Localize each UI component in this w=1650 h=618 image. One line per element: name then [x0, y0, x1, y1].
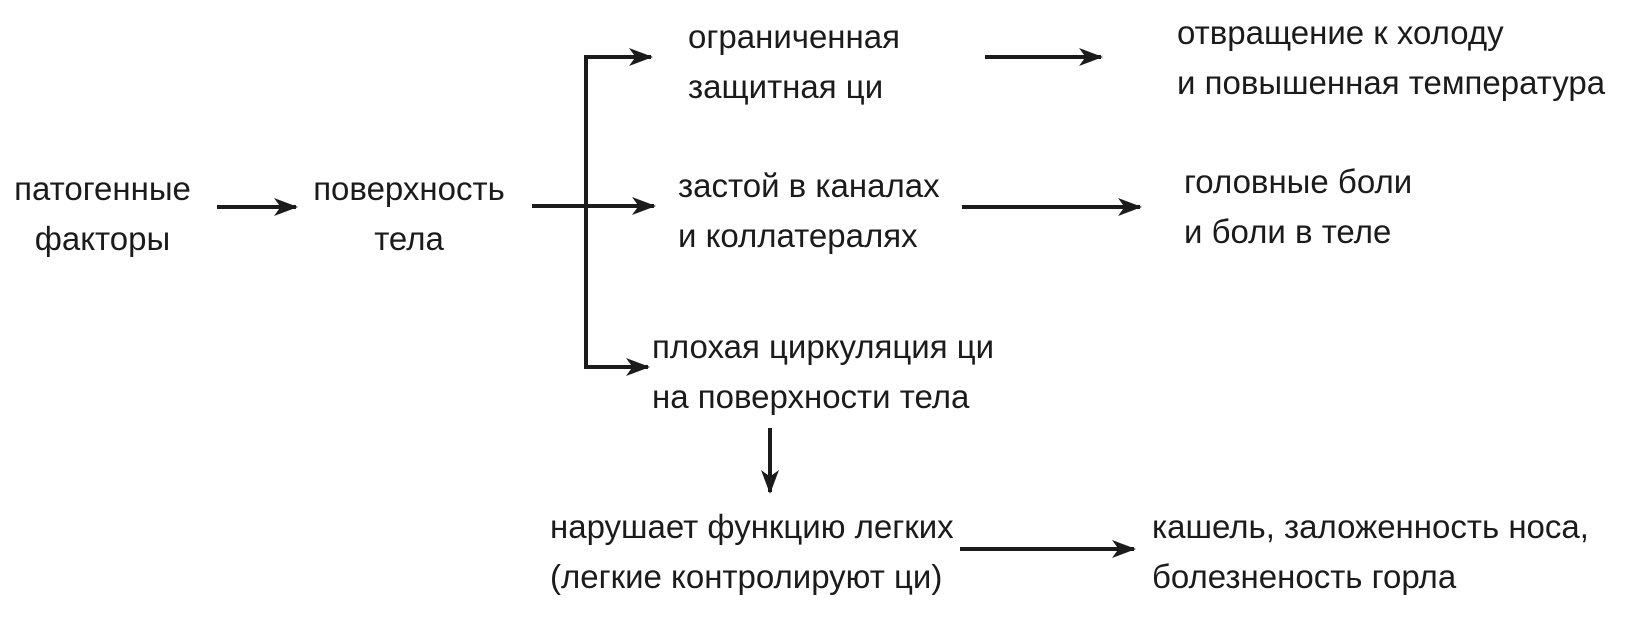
node-channel-stagnation: застой в каналах и коллатералях	[678, 161, 940, 261]
node-headache-body-pain: головные боли и боли в теле	[1184, 157, 1412, 257]
node-text-line: и коллатералях	[678, 217, 918, 254]
node-cold-aversion-fever: отвращение к холоду и повышенная темпера…	[1177, 8, 1605, 108]
node-text-line: кашель, заложенность носа,	[1152, 508, 1589, 545]
node-text-line: и повышенная температура	[1177, 64, 1606, 101]
node-text-line: отвращение к холоду	[1177, 14, 1504, 51]
node-text-line: (легкие контролируют ци)	[550, 558, 943, 595]
node-text-line: на поверхности тела	[652, 378, 970, 415]
node-pathogenic-factors: патогенные факторы	[0, 164, 205, 264]
node-impaired-lung-function: нарушает функцию легких (легкие контроли…	[550, 502, 954, 602]
node-text-line: болезненость горла	[1152, 558, 1457, 595]
node-text-line: и боли в теле	[1184, 213, 1392, 250]
node-text-line: факторы	[34, 220, 171, 257]
node-text-line: головные боли	[1184, 163, 1413, 200]
node-text-line: поверхность	[313, 170, 505, 207]
node-text-line: патогенные	[14, 170, 191, 207]
node-text-line: застой в каналах	[678, 167, 940, 204]
node-text-line: плохая циркуляция ци	[652, 328, 995, 365]
node-text-line: нарушает функцию легких	[550, 508, 954, 545]
node-text-line: защитная ци	[688, 68, 884, 105]
node-cough-nose-throat: кашель, заложенность носа, болезненость …	[1152, 502, 1589, 602]
node-body-surface: поверхность тела	[309, 164, 509, 264]
node-text-line: ограниченная	[688, 18, 900, 55]
node-text-line: тела	[374, 220, 444, 257]
node-limited-defensive-qi: ограниченная защитная ци	[688, 12, 900, 112]
node-poor-surface-qi-circulation: плохая циркуляция ци на поверхности тела	[652, 322, 994, 422]
